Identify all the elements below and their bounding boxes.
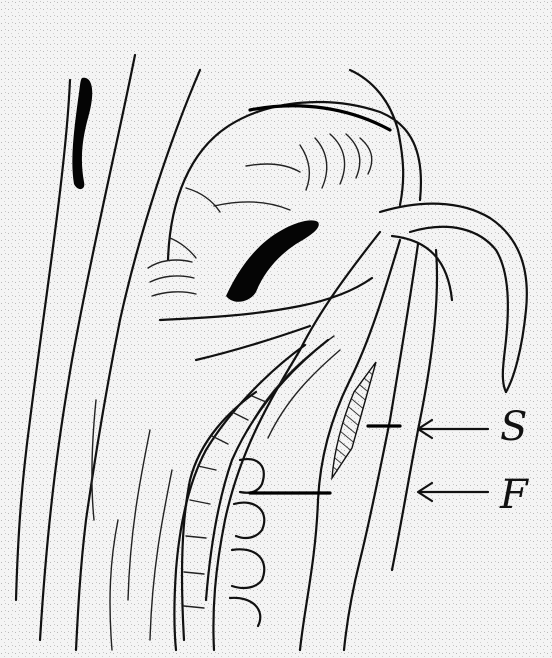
label-f: F — [500, 475, 528, 515]
label-s: S — [500, 407, 527, 447]
